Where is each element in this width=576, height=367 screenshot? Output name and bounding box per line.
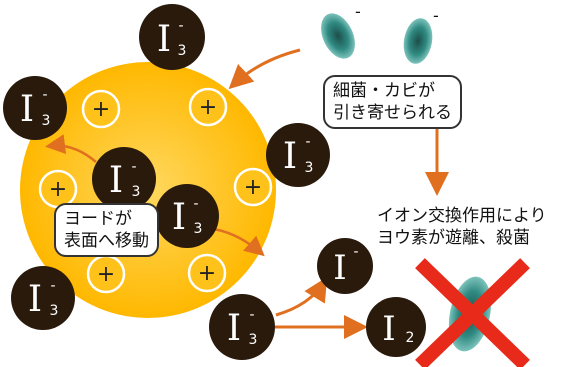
arrows xyxy=(45,48,449,339)
svg-text:I: I xyxy=(333,248,346,288)
triiodide-ion-upper-left: I 3 - xyxy=(3,76,67,140)
svg-text:-: - xyxy=(249,307,254,323)
arrow-ion-outward-right xyxy=(212,227,265,257)
svg-text:+: + xyxy=(198,261,216,286)
svg-text:-: - xyxy=(353,244,358,260)
plus-site: + xyxy=(86,254,126,294)
label-bacteria-attracted: 細菌・カビが 引き寄せられる xyxy=(323,75,462,129)
svg-text:-: - xyxy=(355,2,361,21)
svg-text:-: - xyxy=(433,6,439,25)
label-line: 引き寄せられる xyxy=(333,103,452,123)
arrow-to-I-minus xyxy=(275,276,328,317)
svg-text:3: 3 xyxy=(194,221,203,237)
svg-text:3: 3 xyxy=(132,184,141,200)
svg-text:3: 3 xyxy=(249,332,258,348)
iodide-ion: I - xyxy=(317,238,373,294)
plus-site: + xyxy=(188,87,228,127)
svg-text:I: I xyxy=(172,197,186,238)
plus-site: + xyxy=(38,169,78,209)
svg-text:-: - xyxy=(305,134,310,150)
svg-text:+: + xyxy=(244,175,262,200)
label-line: 細菌・カビが xyxy=(333,81,435,101)
arrow-bacteria-to-bead xyxy=(228,48,301,90)
svg-text:-: - xyxy=(131,159,136,175)
bacteria-left: - xyxy=(321,2,361,59)
arrow-ion-outward-left xyxy=(45,134,97,163)
svg-text:I: I xyxy=(382,309,395,349)
svg-text:I: I xyxy=(227,308,241,349)
svg-text:3: 3 xyxy=(42,113,51,129)
svg-text:3: 3 xyxy=(305,160,314,176)
label-ion-exchange: イオン交換作用により ヨウ素が遊離、殺菌 xyxy=(373,203,551,251)
svg-text:3: 3 xyxy=(178,43,187,59)
triiodide-ion-lower-left: I 3 - xyxy=(11,266,75,330)
label-line: ヨードが xyxy=(64,209,132,229)
svg-text:-: - xyxy=(42,87,47,103)
label-line: ヨウ素が遊離、殺菌 xyxy=(377,228,530,248)
triiodide-ion-center-right: I 3 - xyxy=(155,184,219,248)
svg-text:I: I xyxy=(109,160,123,201)
svg-text:+: + xyxy=(49,177,67,202)
svg-text:-: - xyxy=(178,18,183,34)
triiodide-ion-top: I 3 - xyxy=(139,4,205,70)
svg-text:-: - xyxy=(50,278,55,294)
plus-site: + xyxy=(81,89,121,129)
plus-site: + xyxy=(233,167,273,207)
plus-site: + xyxy=(187,253,227,293)
cross-mark-line-2 xyxy=(415,258,530,367)
svg-text:3: 3 xyxy=(50,303,59,319)
svg-text:I: I xyxy=(28,279,42,320)
svg-text:+: + xyxy=(92,97,110,122)
label-iodine-moves: ヨードが 表面へ移動 xyxy=(54,203,159,257)
killed-bacterium xyxy=(415,258,530,367)
iodine-molecule: I 2 xyxy=(366,297,426,357)
triiodide-ion-bottom: I 3 - xyxy=(209,294,275,360)
triiodide-ion-center-left: I 3 - xyxy=(92,147,156,211)
svg-text:+: + xyxy=(97,262,115,287)
bacteria-right: - xyxy=(403,6,439,64)
svg-text:+: + xyxy=(199,95,217,120)
svg-text:I: I xyxy=(283,136,297,177)
svg-text:I: I xyxy=(20,89,34,130)
svg-text:I: I xyxy=(157,19,171,60)
label-line: イオン交換作用により xyxy=(377,206,547,226)
svg-text:2: 2 xyxy=(406,330,415,346)
label-line: 表面へ移動 xyxy=(64,231,149,251)
svg-text:-: - xyxy=(193,196,198,212)
triiodide-ion-right: I 3 - xyxy=(266,123,330,187)
